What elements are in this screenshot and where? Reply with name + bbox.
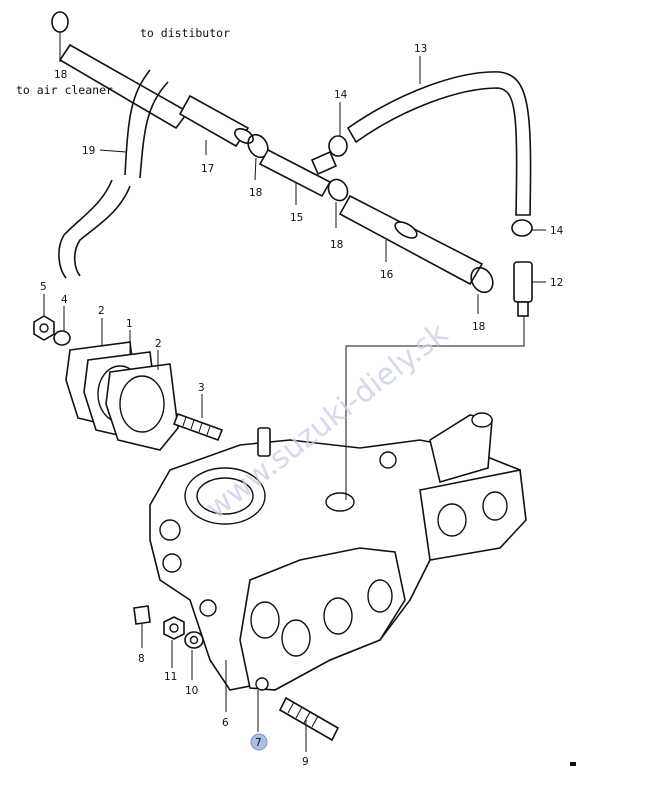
clamp-18-b (327, 178, 349, 202)
clamp-14-a (328, 135, 348, 157)
callout-13: 13 (414, 43, 427, 55)
callout-7: 7 (255, 737, 262, 749)
hose-19-bend (124, 69, 151, 176)
callout-14: 14 (334, 89, 348, 101)
callout-3: 3 (198, 382, 205, 394)
callout-8: 8 (138, 653, 145, 665)
callout-5: 5 (40, 281, 47, 293)
gasket-stack (33, 315, 224, 451)
callout-2: 2 (155, 338, 162, 350)
hose-19-upper (58, 43, 190, 130)
clamp-14-b (511, 219, 533, 237)
plug-8 (133, 605, 151, 625)
callout-18: 18 (249, 187, 262, 199)
callout-18: 18 (472, 321, 485, 333)
callout-17: 17 (201, 163, 214, 175)
label-to-distributor: to distibutor (140, 26, 230, 40)
callout-1: 1 (126, 318, 133, 330)
callout-16: 16 (380, 269, 394, 281)
leader-lines (43, 32, 546, 752)
callout-11: 11 (164, 671, 177, 683)
callout-7-highlight (250, 733, 268, 751)
stud-3 (172, 412, 224, 442)
stud-9 (278, 696, 340, 742)
callout-14: 14 (550, 225, 564, 237)
hose-assembly (51, 11, 533, 317)
callout-10: 10 (185, 685, 198, 697)
clamp-18-c (470, 266, 494, 294)
label-to-air-cleaner: to air cleaner (16, 83, 113, 97)
pipe-15 (258, 148, 332, 198)
callout-19: 19 (82, 145, 95, 157)
valve-12 (513, 261, 533, 303)
callout-9: 9 (302, 756, 309, 768)
callouts: 18 19 17 18 15 13 14 18 16 18 14 12 5 4 … (40, 43, 564, 768)
callout-18: 18 (54, 69, 67, 81)
gasket-7 (239, 547, 406, 691)
callout-15: 15 (290, 212, 303, 224)
callout-18: 18 (330, 239, 343, 251)
hose-13 (346, 71, 532, 216)
hose-16 (338, 194, 484, 286)
callout-12: 12 (550, 277, 563, 289)
hose-19-lower (58, 179, 113, 279)
page-mark (570, 762, 576, 766)
washer-4 (53, 330, 71, 346)
callout-6: 6 (222, 717, 229, 729)
manifold-outlet (429, 414, 493, 484)
fasteners (133, 605, 340, 742)
callout-4: 4 (61, 294, 68, 306)
callout-2: 2 (98, 305, 105, 317)
hose-17 (178, 94, 250, 148)
clamp-18-d (51, 11, 69, 33)
